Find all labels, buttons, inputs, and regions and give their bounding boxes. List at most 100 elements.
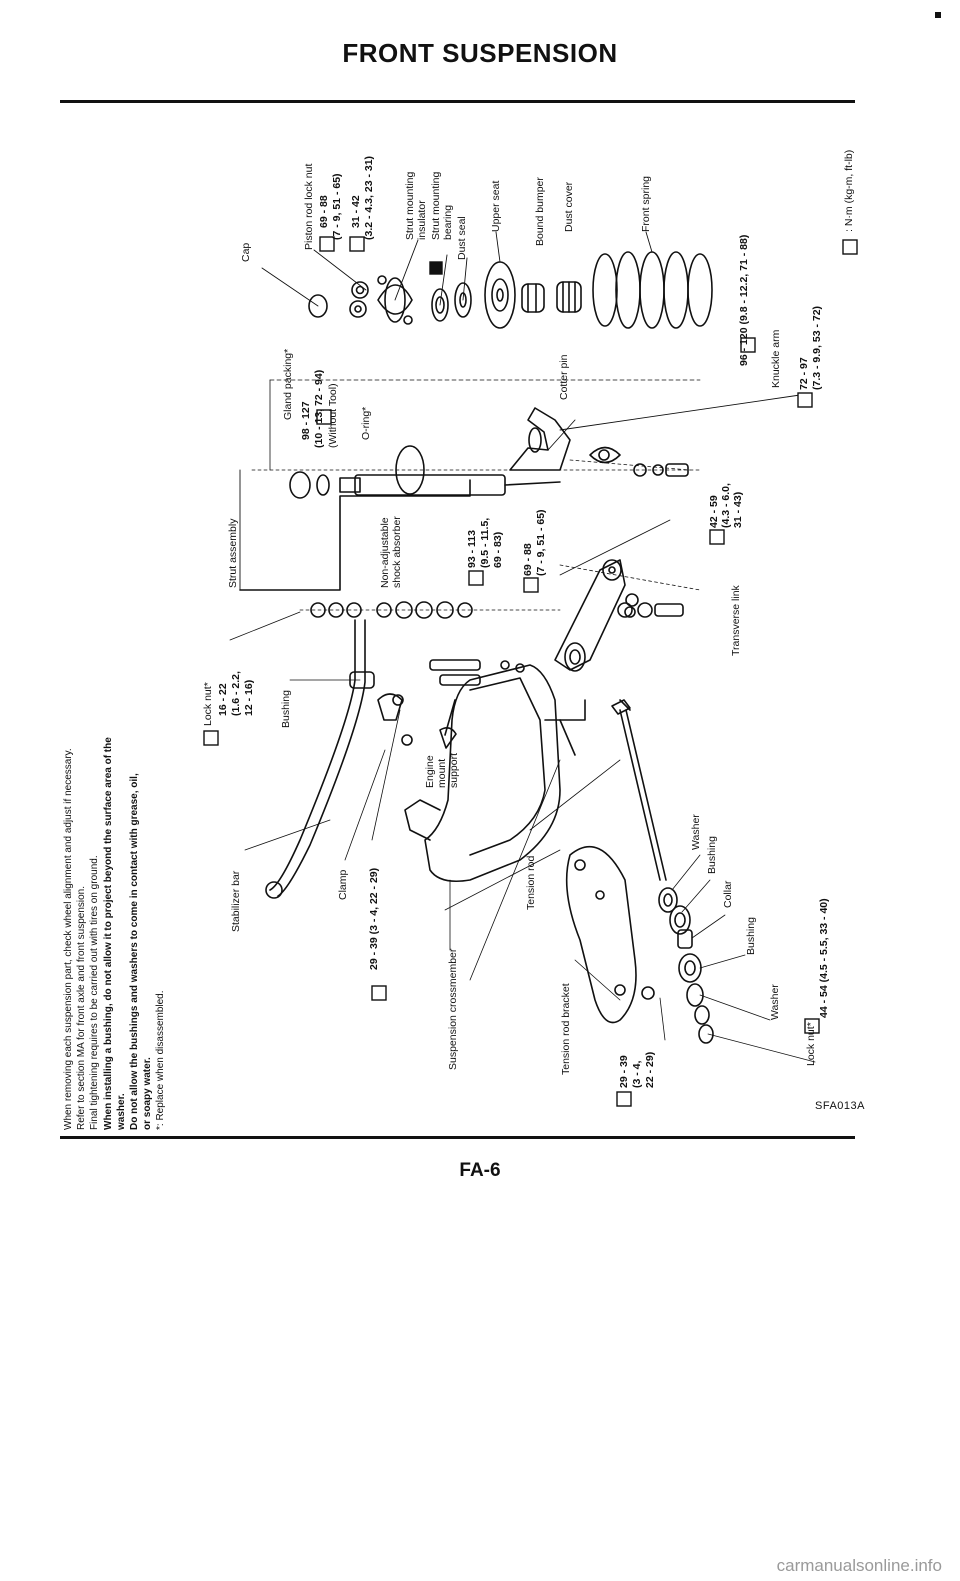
- spec-knuckle-2: (7.3 - 9.9, 53 - 72): [811, 305, 823, 390]
- watermark: carmanualsonline.info: [776, 1556, 942, 1575]
- dust-cover-part: [556, 281, 582, 313]
- note-line: When installing a bushing, do not allow …: [102, 737, 114, 1130]
- note-line: washer.: [115, 1093, 127, 1130]
- label-engine-mount: Engine: [424, 755, 436, 788]
- label-cotter-pin: Cotter pin: [558, 354, 570, 400]
- torque-icon: [740, 337, 756, 353]
- label-o-ring: O-ring*: [360, 406, 372, 440]
- torque-icon: [349, 236, 365, 252]
- spec-knuckle-top: 96 - 120 (9.8 - 12.2, 71 - 88): [738, 234, 750, 366]
- upper-seat-part: [484, 231, 516, 329]
- strut-assembly-part: [239, 379, 701, 591]
- spec-gland-2: (10 - 13, 72 - 94): [313, 369, 325, 448]
- spec-gland-1: 98 - 127: [300, 401, 312, 440]
- label-dust-cover: Dust cover: [563, 181, 575, 232]
- label-washer-1: Washer: [690, 814, 702, 850]
- spec-balljoint-1: 42 - 59: [708, 495, 720, 528]
- spec-clamp: 29 - 39 (3 - 4, 22 - 29): [368, 867, 380, 970]
- label-shock-absorber: Non-adjustable: [379, 517, 391, 588]
- spec-stab-nut-1: 16 - 22: [217, 683, 229, 716]
- torque-icon: [797, 392, 813, 408]
- label-shock-absorber-2: shock absorber: [391, 516, 403, 588]
- label-engine-mount-2: mount: [436, 758, 448, 788]
- label-bushing-1: Bushing: [706, 836, 718, 874]
- bottom-rule: [60, 1136, 855, 1139]
- spec-knuckle-1: 72 - 97: [798, 357, 810, 390]
- label-suspension-crossmember: Suspension crossmember: [447, 948, 459, 1070]
- transverse-link-part: [554, 519, 701, 672]
- label-knuckle-arm: Knuckle arm: [770, 329, 782, 388]
- label-stabilizer-bar: Stabilizer bar: [230, 870, 242, 932]
- label-washer-2: Washer: [769, 984, 781, 1020]
- spec-link-a-3: 69 - 83): [492, 531, 504, 568]
- note-line: Refer to section MA for front axle and f…: [76, 885, 88, 1130]
- label-bushing-2: Bushing: [745, 917, 757, 955]
- spec-piston-rod-1: 69 - 88: [318, 195, 330, 228]
- figure-code: SFA013A: [815, 1100, 865, 1112]
- label-transverse-link: Transverse link: [730, 585, 742, 656]
- note-line: Do not allow the bushings and washers to…: [129, 773, 141, 1130]
- bound-bumper-part: [521, 283, 545, 313]
- torque-icon: [316, 409, 332, 425]
- spec-link-a-1: 93 - 113: [466, 530, 478, 568]
- label-upper-seat: Upper seat: [490, 180, 502, 232]
- label-strut-mounting-bearing: Strut mounting: [430, 171, 442, 240]
- page-title: FRONT SUSPENSION: [342, 38, 618, 68]
- crossmember-part: [404, 659, 586, 981]
- spec-link-b-2: (7 - 9, 51 - 65): [535, 509, 547, 576]
- notes-block: When removing each suspension part, chec…: [62, 737, 168, 1130]
- label-bound-bumper: Bound bumper: [534, 177, 546, 246]
- spec-link-a-2: (9.5 - 11.5,: [479, 517, 491, 568]
- strut-mounting-insulator-part: [377, 239, 419, 325]
- label-lock-nut-tension-rod: Lock nut*: [805, 1022, 817, 1066]
- spec-insulator-1: 31 - 42: [350, 195, 362, 228]
- page-number: FA-6: [459, 1160, 501, 1181]
- label-gland-packing: Gland packing*: [282, 348, 294, 420]
- spec-balljoint-3: 31 - 43): [732, 491, 744, 528]
- torque-icon: [319, 236, 335, 252]
- label-engine-mount-3: support: [448, 752, 460, 788]
- spec-insulator-2: (3.2 - 4.3, 23 - 31): [363, 155, 375, 240]
- grease-icon: [429, 261, 443, 275]
- spec-stab-nut-3: 12 - 16): [243, 679, 255, 716]
- note-line: When removing each suspension part, chec…: [63, 748, 74, 1130]
- spec-balljoint-2: (4.3 - 6.0,: [720, 483, 732, 528]
- torque-icons: [203, 236, 858, 1107]
- torque-icon: [371, 985, 387, 1001]
- label-strut-mounting-insulator: Strut mounting: [404, 171, 416, 240]
- tension-rod-bracket-part: [565, 845, 655, 1024]
- torque-icon: [842, 239, 858, 255]
- front-spring-part: [592, 231, 713, 329]
- spec-bracket-1: 29 - 39: [618, 1055, 630, 1088]
- torque-icon: [523, 577, 539, 593]
- label-lock-nut-stabilizer: Lock nut*: [202, 682, 214, 726]
- bearing-part: [431, 254, 472, 322]
- label-tension-rod-bracket: Tension rod bracket: [560, 983, 572, 1075]
- label-tension-rod: Tension rod: [525, 855, 537, 910]
- note-line: or soapy water.: [142, 1057, 154, 1130]
- label-without-tool: (Without Tool): [327, 383, 339, 448]
- torque-icon: [804, 1018, 820, 1034]
- torque-icon: [468, 570, 484, 586]
- label-strut-assembly: Strut assembly: [227, 518, 239, 588]
- label-front-spring: Front spring: [640, 175, 652, 232]
- torque-icon: [709, 529, 725, 545]
- label-strut-mounting-bearing-2: bearing: [442, 204, 454, 240]
- label-piston-rod-lock-nut: Piston rod lock nut: [303, 163, 315, 250]
- spec-bracket-2: (3 - 4,: [631, 1060, 643, 1088]
- label-strut-mounting-insulator-2: insulator: [416, 200, 428, 240]
- torque-icon: [203, 730, 219, 746]
- top-rule: [60, 100, 855, 103]
- label-cap: Cap: [240, 242, 252, 262]
- knuckle-part: [509, 394, 801, 477]
- tension-rod-hardware-stack: [658, 854, 816, 1063]
- corner-mark: [935, 12, 941, 18]
- note-line: *: Replace when disassembled.: [155, 990, 167, 1130]
- label-clamp: Clamp: [337, 869, 349, 900]
- stabilizer-bar-part: [229, 611, 413, 899]
- label-dust-seal: Dust seal: [456, 216, 468, 260]
- piston-rod-nut-part: [313, 249, 369, 318]
- label-collar: Collar: [722, 880, 734, 908]
